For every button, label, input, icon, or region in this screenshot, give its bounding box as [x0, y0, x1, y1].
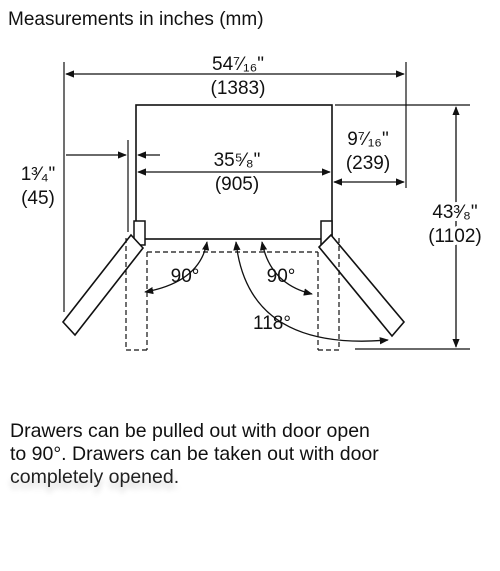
left-door-angle: 90°: [171, 266, 200, 287]
cabinet-width-mm: (905): [215, 174, 259, 195]
right-door-angle: 90°: [267, 266, 296, 287]
door-offset-mm: (45): [21, 188, 55, 209]
side-clearance-mm: (239): [346, 153, 390, 174]
caption-line-3: completely opened.: [10, 466, 180, 488]
cabinet-width-inches: 35⁵⁄₈": [214, 150, 261, 171]
full-open-angle: 118°: [253, 313, 291, 334]
diagram-title: Measurements in inches (mm): [8, 9, 264, 30]
angle-arcs: [144, 241, 389, 345]
total-depth-mm: (1102): [428, 226, 482, 247]
left-door: [61, 233, 145, 337]
total-width-inches: 54⁷⁄₁₆": [212, 54, 264, 75]
caption: Drawers can be pulled out with door open…: [10, 420, 480, 489]
side-clearance-inches: 9⁷⁄₁₆": [347, 129, 388, 150]
full-open-arc: [233, 241, 389, 345]
caption-line-2: to 90°. Drawers can be taken out with do…: [10, 443, 379, 465]
cabinet-body: [135, 104, 333, 240]
caption-line-1: Drawers can be pulled out with door open: [10, 420, 370, 442]
right-door: [317, 233, 406, 338]
left-90-arc: [144, 241, 210, 295]
door-offset-inches: 1³⁄₄": [21, 164, 56, 185]
extension-lines: [63, 62, 470, 350]
dimension-lines: [65, 70, 460, 348]
total-depth-inches: 43³⁄₈": [432, 202, 477, 223]
total-width-mm: (1383): [211, 78, 266, 99]
